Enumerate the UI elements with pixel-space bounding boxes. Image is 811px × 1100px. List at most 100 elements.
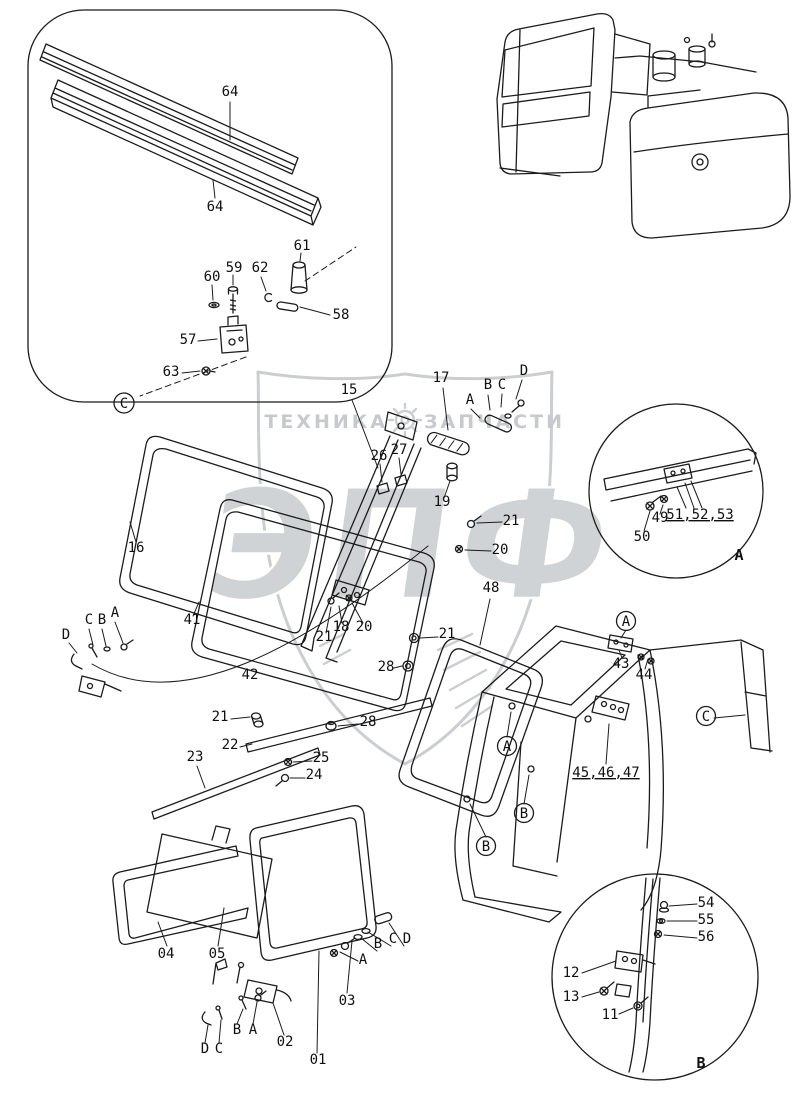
part-label-26: 26	[371, 448, 388, 464]
part-label-23: 23	[187, 749, 204, 765]
callout-c2-circle	[695, 705, 717, 727]
grommet-21-shape	[408, 632, 420, 644]
part-label-64-a: 64	[222, 84, 239, 100]
roof-frame	[481, 625, 651, 719]
fuel-cap-detail	[691, 153, 709, 171]
detail-b-latch-bracket	[614, 950, 656, 998]
part-label-28-b: 28	[360, 714, 377, 730]
ref-letter-d-bottom-right: D	[403, 931, 411, 947]
bottom-sill	[462, 896, 562, 923]
part-label-02: 02	[277, 1034, 294, 1050]
rail-22-shape	[245, 697, 433, 753]
part-label-57: 57	[180, 332, 197, 348]
screw-13-shape	[599, 981, 615, 996]
window-frame-16-inner	[129, 447, 325, 634]
handle-17-shape	[426, 431, 470, 456]
inset-detail-panel: C 64 64 60 59 62 61 58 57 63	[27, 9, 393, 414]
part-label-61: 61	[294, 238, 311, 254]
roller-21-low-shape	[250, 712, 264, 728]
clip-62-shape	[264, 292, 273, 303]
ref-letter-a-bottom-right: A	[359, 952, 368, 968]
part-label-12: 12	[563, 965, 580, 981]
callout-a2: A	[503, 739, 512, 755]
callout-fastener-points	[463, 702, 535, 803]
part-label-24: 24	[306, 767, 323, 783]
cab-frame-skeleton: 48 A 43 44 C 45,46,47 A B B	[398, 580, 773, 923]
part-label-11: 11	[602, 1007, 619, 1023]
part-label-41: 41	[184, 612, 201, 628]
part-label-44: 44	[636, 667, 653, 683]
part-label-45-46-47: 45,46,47	[572, 765, 639, 781]
ref-letter-b-bottom-left: B	[233, 1022, 241, 1038]
callout-a1-circle	[615, 610, 637, 632]
ref-letter-a-bottom-left: A	[249, 1022, 258, 1038]
part-label-25: 25	[313, 750, 330, 766]
part-label-13: 13	[563, 989, 580, 1005]
detail-b-circle	[551, 873, 759, 1081]
window-frame-03-outer	[249, 805, 377, 961]
ref-letter-d-bottom-left: D	[201, 1041, 209, 1057]
latch-02-shape	[212, 958, 292, 1004]
gear-icon	[387, 402, 423, 438]
window-frame-16-outer	[119, 435, 333, 646]
detail-a-screws	[645, 494, 669, 511]
window-frame-42-inner	[201, 511, 427, 701]
detail-b-fasteners-54-56	[653, 900, 670, 939]
view-letter-b: B	[696, 1054, 705, 1072]
watermark-brand-left: ТЕХНИКА	[264, 411, 388, 433]
latch-rod-shape	[484, 399, 525, 433]
bottom-leader-lines	[157, 907, 405, 1054]
part-label-01: 01	[310, 1052, 327, 1068]
cab-windows	[501, 27, 651, 173]
part-label-63: 63	[163, 364, 180, 380]
front-frame-48-inner	[410, 648, 532, 804]
rear-pillar	[637, 649, 664, 911]
part-label-15: 15	[341, 382, 358, 398]
screw-20-top-shape	[454, 544, 464, 554]
ref-letter-d-top: D	[520, 363, 528, 379]
part-label-42: 42	[242, 667, 259, 683]
exploded-window-assembly: 15 17 D C B A 26 27 19 21 20 16 41 21 18…	[62, 363, 528, 820]
part-label-20-a: 20	[492, 542, 509, 558]
part-label-27: 27	[391, 442, 408, 458]
front-pillar	[454, 691, 495, 901]
air-cleaner-cylinders	[652, 33, 716, 82]
part-label-54: 54	[698, 895, 715, 911]
callout-c2: C	[702, 709, 710, 725]
view-letter-a: A	[734, 546, 743, 564]
detail-b-leaders	[581, 903, 698, 1015]
ref-letter-b-left: B	[98, 612, 106, 628]
pin-58-shape	[276, 301, 299, 312]
watermark: ТЕХНИКА ЗАПЧАСТИ ЭПФ	[194, 370, 629, 766]
part-label-21-d: 21	[212, 709, 229, 725]
part-label-21-b: 21	[316, 629, 333, 645]
ref-letter-a-left: A	[111, 605, 120, 621]
bottom-small-fasteners	[201, 990, 267, 1026]
glass-pane-05	[146, 825, 273, 939]
part-label-17: 17	[433, 370, 450, 386]
watermark-monogram: ЭПФ	[194, 456, 629, 636]
callout-b1: B	[520, 806, 528, 822]
part-label-49: 49	[652, 510, 669, 526]
right-sill-channel	[649, 639, 773, 753]
part-label-16: 16	[128, 540, 145, 556]
knob-61-shape	[290, 261, 308, 294]
ref-letter-c-left: C	[85, 612, 93, 628]
part-label-22: 22	[222, 737, 239, 753]
callout-c-circle	[113, 392, 135, 414]
door-pillars	[512, 717, 577, 877]
panel-dashed-leaders	[139, 246, 357, 397]
part-label-51-52-53: 51,52,53	[666, 507, 733, 523]
guide-rail-assembly-15	[300, 411, 422, 663]
ref-letter-c-bottom-left: C	[215, 1041, 223, 1057]
detail-b-pillar	[628, 877, 661, 1073]
cab-overview-drawing	[496, 12, 791, 239]
detail-circle-a: 49 50 51,52,53 A	[588, 403, 764, 579]
machine-deck-counterweight	[499, 55, 791, 239]
brackets-43-44-shape	[607, 634, 655, 665]
ref-letter-c-top: C	[498, 377, 506, 393]
front-frame-48-outer	[398, 638, 544, 817]
ref-letter-b-top: B	[484, 377, 492, 393]
